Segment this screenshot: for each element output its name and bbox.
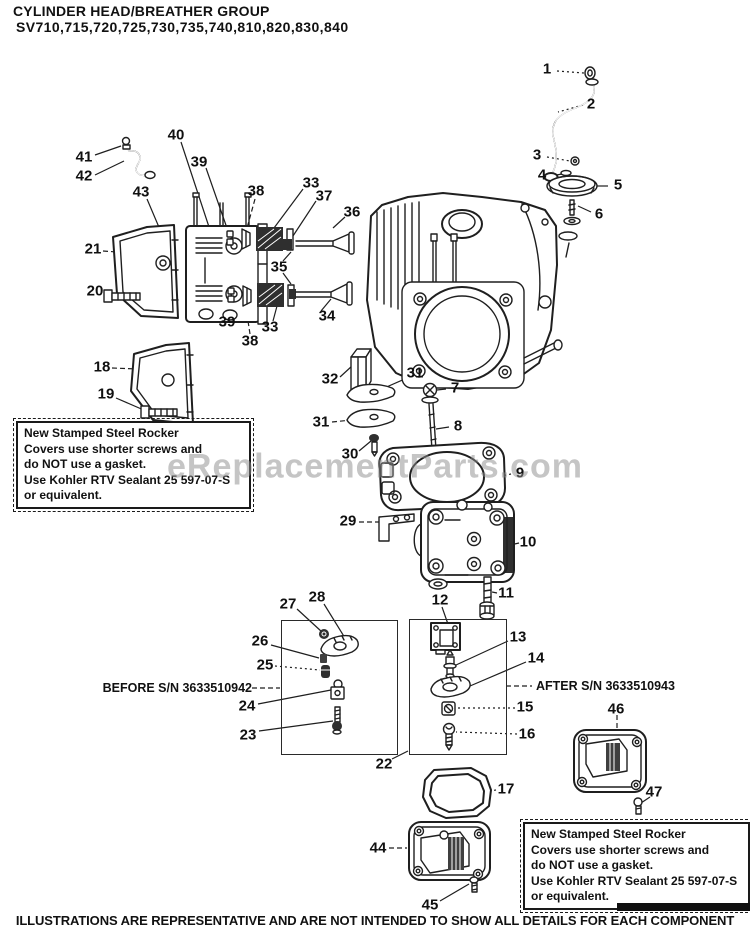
valve-train-intake (227, 227, 354, 254)
bottom-right-bar (617, 903, 750, 911)
breather-elbow-fitting (123, 138, 156, 179)
after-sn-group-box (409, 619, 507, 755)
before-sn-group-box (281, 620, 398, 755)
oil-fill-cap-group (547, 157, 597, 257)
page-title: CYLINDER HEAD/BREATHER GROUP (13, 3, 270, 19)
note-box-left: New Stamped Steel Rocker Covers use shor… (13, 418, 254, 512)
after-sn-parts (431, 623, 470, 750)
rocker-arms-31 (347, 384, 395, 427)
rocker-cover-21 (113, 225, 178, 318)
stamped-cover-46 (574, 730, 646, 814)
rocker-cover-18 (131, 343, 193, 424)
cylinder-head-10 (414, 500, 514, 589)
bracket-29 (379, 514, 414, 541)
head-assembly-side (186, 193, 267, 324)
cover-gasket-17 (423, 768, 491, 818)
footer-disclaimer: ILLUSTRATIONS ARE REPRESENTATIVE AND ARE… (15, 913, 735, 928)
serial-before-label: BEFORE S/N 3633510942 (102, 681, 252, 695)
stamped-cover-44 (409, 822, 490, 892)
model-list: SV710,715,720,725,730,735,740,810,820,83… (16, 19, 349, 35)
guide-plate-32 (351, 349, 371, 390)
pivot-bolt-7 (422, 384, 438, 404)
before-sn-parts (319, 629, 358, 734)
head-gasket-9 (379, 443, 505, 510)
serial-after-label: AFTER S/N 3633510943 (536, 679, 675, 693)
cover-screw-20 (104, 290, 140, 302)
head-bolt-11 (480, 577, 494, 619)
crankcase-block (367, 193, 562, 389)
screw-30 (369, 434, 379, 456)
valve-train-exhaust (228, 282, 352, 307)
breather-hose (545, 67, 599, 181)
cover-screw-19 (141, 406, 177, 418)
note-box-right: New Stamped Steel Rocker Covers use shor… (520, 819, 750, 913)
